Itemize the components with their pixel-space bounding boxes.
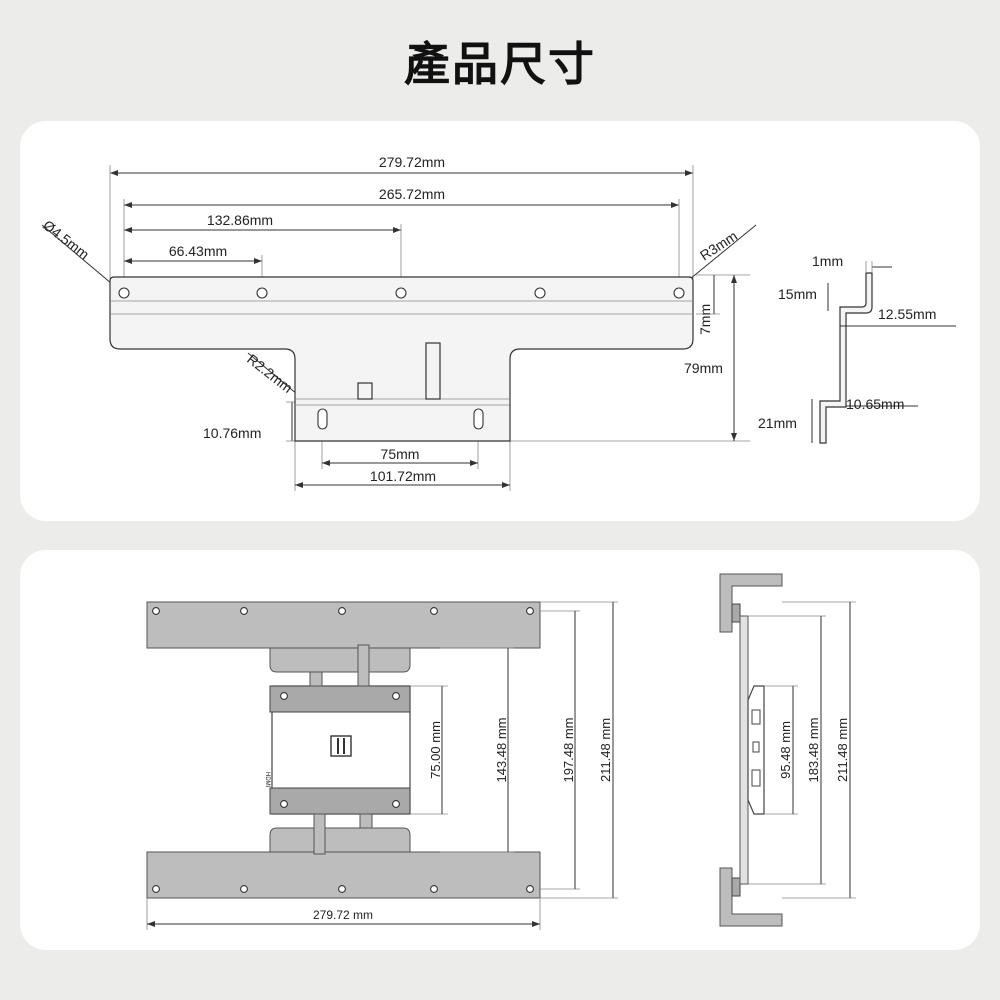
bracket-part (109, 276, 694, 442)
dim-inner-radius: R2.2mm (244, 351, 296, 396)
top-panel: 279.72mm 265.72mm 132.86mm 66.43mm Ø4.5m… (20, 121, 980, 521)
assembly-side-view: 95.48 mm 183.48 mm 211.48 mm (719, 573, 856, 927)
dim-height-3: 211.48 mm (598, 718, 613, 782)
dim-overall-width: 279.72mm (379, 154, 445, 170)
mount-hole (534, 287, 546, 299)
dim-bottom-flange: 21mm (758, 415, 797, 431)
dim-width: 279.72 mm (313, 908, 373, 922)
wall-clamp-top (731, 603, 741, 623)
vesa-screw (280, 800, 288, 808)
mount-hole (256, 287, 268, 299)
stud-top (309, 671, 323, 687)
dim-corner-radius: R3mm (697, 228, 740, 264)
mount-hole (152, 885, 160, 893)
mount-hole (240, 607, 248, 615)
stud-bottom (359, 813, 373, 829)
dim-height-1: 143.48 mm (494, 717, 509, 782)
bracket-profile (739, 615, 749, 885)
dim-slot-height: 10.76mm (203, 425, 261, 441)
dim-height-2: 197.48 mm (561, 717, 576, 782)
dim-top-flange: 15mm (778, 286, 817, 302)
mini-hdmi-port (752, 741, 760, 753)
dim-hole-diameter: Ø4.5mm (40, 217, 92, 263)
side-dim-height-1: 95.48 mm (778, 721, 793, 779)
center-tab-bottom (313, 813, 326, 855)
mount-hole (430, 607, 438, 615)
dim-lower-plate-width: 101.72mm (370, 468, 436, 484)
dimension-lines (41, 165, 757, 491)
top-rail (146, 601, 541, 649)
mount-hole (673, 287, 685, 299)
dim-vesa: 75.00 mm (428, 721, 443, 779)
side-dim-height-2: 183.48 mm (806, 717, 821, 782)
mount-hole (526, 885, 534, 893)
vesa-screw (392, 692, 400, 700)
mount-hole (240, 885, 248, 893)
dim-hole-span: 265.72mm (379, 186, 445, 202)
dim-quarter-span: 66.43mm (169, 243, 227, 259)
dim-half-span: 132.86mm (207, 212, 273, 228)
brand-logo (330, 735, 352, 757)
mount-hole (395, 287, 407, 299)
wall-clamp-bottom (731, 877, 741, 897)
center-tab-top (357, 644, 370, 687)
bottom-panel: HDMI 279.72 mm 75.00 mm 143.48 mm 197.48… (20, 550, 980, 950)
usb-port (751, 709, 761, 725)
dim-total-height: 79mm (684, 360, 723, 376)
mount-hole (152, 607, 160, 615)
vesa-plate-top (269, 685, 411, 713)
center-tab (425, 342, 441, 400)
side-profile (811, 261, 956, 444)
page-title: 產品尺寸 (404, 37, 596, 91)
hdmi-port (751, 769, 761, 787)
vesa-slot (473, 408, 484, 430)
bracket-drawing: 279.72mm 265.72mm 132.86mm 66.43mm Ø4.5m… (40, 154, 956, 491)
dim-slot-spacing: 75mm (381, 446, 420, 462)
mount-hole (526, 607, 534, 615)
center-stud (357, 382, 373, 400)
dim-thickness: 1mm (812, 253, 843, 269)
dim-strip-height: 7mm (697, 304, 713, 335)
side-dim-height-3: 211.48 mm (835, 718, 850, 782)
vesa-screw (280, 692, 288, 700)
dim-bottom-offset: 10.65mm (846, 396, 904, 412)
vesa-slot (317, 408, 328, 430)
mount-hole (338, 885, 346, 893)
dim-top-offset: 12.55mm (878, 306, 936, 322)
port-label: HDMI (264, 772, 270, 788)
assembly-drawing: HDMI 279.72 mm 75.00 mm 143.48 mm 197.48… (146, 573, 856, 930)
mount-hole (430, 885, 438, 893)
vesa-plate-bottom (269, 787, 411, 815)
assembly-front-view: HDMI 279.72 mm 75.00 mm 143.48 mm 197.48… (146, 601, 618, 930)
vesa-screw (392, 800, 400, 808)
mount-hole (338, 607, 346, 615)
mount-hole (118, 287, 130, 299)
